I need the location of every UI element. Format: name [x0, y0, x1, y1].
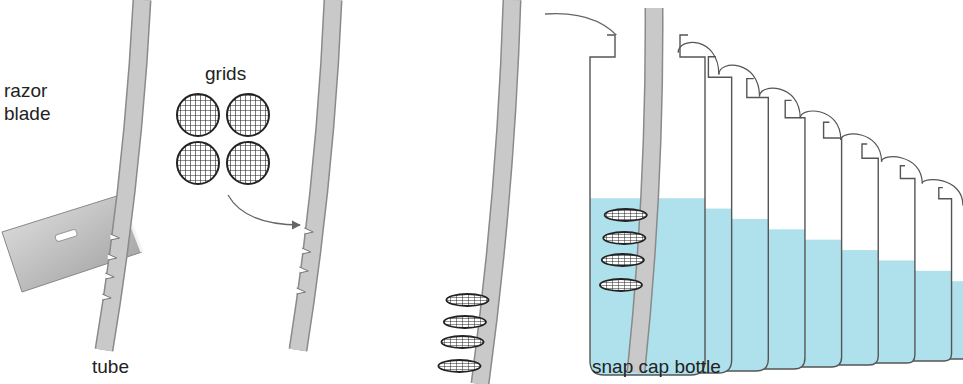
- part-label: razor blade: [4, 80, 74, 126]
- tube-slit: [297, 288, 306, 294]
- transfer-arc: [922, 180, 963, 206]
- tube-body: [480, 0, 512, 384]
- tube-drawings: [102, 0, 512, 384]
- part-label: snap cap bottle: [592, 356, 792, 379]
- transfer-arc: [678, 42, 719, 74]
- tube-drawings: [600, 8, 654, 372]
- grid-in-slit: [602, 254, 644, 266]
- tube-slit: [102, 294, 111, 300]
- tube-outline: [480, 0, 512, 384]
- grid-in-slit: [438, 360, 480, 372]
- tube-slit: [105, 273, 114, 279]
- grid-in-slit: [600, 279, 642, 291]
- grid-in-slit: [605, 209, 647, 221]
- transfer-arc: [800, 111, 841, 140]
- transfer-arc: [760, 88, 801, 118]
- grid-set: [177, 94, 269, 184]
- grid-in-slit: [444, 316, 486, 328]
- part-label: grids: [205, 63, 285, 86]
- tube-slit: [111, 234, 120, 240]
- tube-outline: [636, 8, 654, 372]
- transfer-arc: [841, 134, 882, 162]
- grid-in-slit: [441, 336, 483, 348]
- grid-in-slit: [446, 294, 488, 306]
- transfer-arc: [882, 157, 923, 184]
- tube-slit: [108, 254, 117, 260]
- move-arrow: [545, 14, 624, 44]
- part-label: tube: [92, 356, 152, 379]
- tube-slit: [299, 267, 308, 273]
- move-arrow: [228, 195, 300, 225]
- tube-outline: [298, 0, 333, 350]
- tube-body: [636, 8, 654, 372]
- tube-slit: [304, 228, 313, 234]
- transfer-arc: [719, 65, 760, 96]
- tube-slit: [302, 248, 311, 254]
- tube-body: [298, 0, 333, 350]
- grid-in-slit: [603, 232, 645, 244]
